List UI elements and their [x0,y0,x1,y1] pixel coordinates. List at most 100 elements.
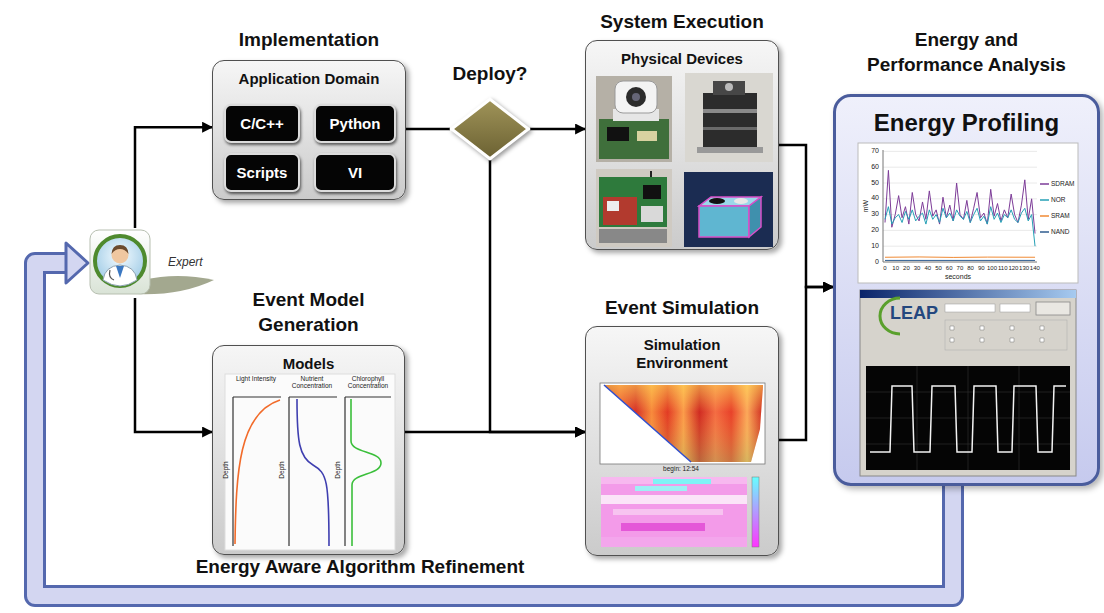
simulation-heatmaps-part [635,486,687,491]
language-box: C/C++ [224,104,300,143]
simulation-heatmaps-part [653,479,711,484]
decision-diamond-outline [452,99,529,159]
simulation-heatmaps-part [601,495,747,504]
simulation-heatmaps-part [600,383,765,547]
diamond-shape [450,98,530,160]
model-plots-part [233,397,281,546]
energy-charts [836,97,1103,489]
legend-line [1040,231,1049,233]
device-photos-part [637,131,657,141]
expert-shape: Expert [88,228,216,298]
device-photos-part [697,147,763,153]
simulation-heatmaps-part [604,385,763,462]
legend-line [1040,215,1049,217]
node-heading: Event Model Generation [212,288,405,337]
energy-charts-part [885,260,1035,261]
connector-line [405,431,585,434]
device-photos-part [703,127,757,130]
device-photos-part [626,87,646,107]
device-photos-part [643,185,661,199]
expert-icon-art-part [110,270,115,280]
model-plots [213,346,406,556]
energy-charts-part [885,170,1035,233]
simulation-heatmaps-part [601,477,747,484]
energy-charts-part [880,298,900,334]
process-box: System ExecutionPhysical Devices [585,10,779,250]
device-photos-part [599,119,669,159]
connector-line [406,128,450,131]
black-shape: Scripts [224,153,300,192]
node-text: Expert [88,228,216,269]
energy-charts-part [1036,302,1070,315]
panel-shape: Energy Profiling [833,94,1100,486]
model-plots-part [289,397,337,546]
flow-connector [490,160,585,432]
device-photos-part [725,83,733,91]
device-photos-part [650,171,652,177]
energy-charts-part [950,326,1044,342]
connector-line [135,127,212,228]
device-photos-part [599,177,667,227]
simulation-heatmaps-part [604,385,691,462]
decision-diamond-shape [450,98,530,160]
connector-line [779,145,833,287]
model-plots-part [351,399,381,546]
flow-connector [779,287,833,440]
node-heading: System Execution [585,10,779,35]
device-photos-part [596,76,672,162]
simulation-heatmaps-part [604,385,763,462]
node-text: Models [213,346,404,373]
simulation-heatmaps-part [621,523,705,531]
edge-label: Energy Aware Algorithm Refinement [196,556,525,577]
energy-charts-part [858,143,1078,283]
expert-icon-art-part [116,266,124,278]
connector-group [35,127,953,596]
connector-line [779,287,833,440]
process-box: ImplementationApplication DomainC/C++Pyt… [212,28,406,200]
energy-charts-part [883,151,1037,246]
energy-charts-part [945,320,1067,350]
box-shape: Simulation Environment [585,326,779,556]
decision-diamond: Deploy? [450,62,530,160]
feedback-band-outline [35,263,953,596]
device-photos-part [699,206,749,237]
energy-charts-part [1000,304,1030,312]
black-shape: C/C++ [224,104,300,143]
flow-connector [135,127,212,228]
node-text: Simulation Environment [607,327,757,372]
energy-charts-part [870,386,1066,452]
language-box: Scripts [224,153,300,192]
model-plots-part [345,397,391,546]
device-photos-part [603,197,637,225]
black-shape: VI [314,153,396,192]
device-photos [586,41,780,251]
expert-icon-art-part [90,230,150,294]
model-plots-part [225,374,395,550]
node-text: VI [316,155,394,190]
model-plots-part [297,399,329,546]
simulation-heatmaps-part [613,509,723,515]
model-plots-part [225,374,395,550]
simulation-heatmaps-part [601,477,747,547]
energy-charts-part [885,170,1035,260]
node-heading: Implementation [212,28,406,53]
energy-charts-part [885,207,1035,247]
node-heading: Energy and Performance Analysis [856,28,1078,77]
device-photos-part [685,73,773,162]
simulation-heatmaps-part [601,537,747,547]
connector-line [530,128,585,131]
flow-connector [530,129,585,130]
simulation-heatmaps-part [752,477,759,547]
device-photos-part [607,201,619,211]
node-text: Physical Devices [586,41,778,68]
node-text: Energy Profiling [836,97,1097,137]
device-photos-part [599,229,667,243]
node-text: Python [316,106,394,141]
process-box: Event SimulationSimulation Environment [585,296,779,556]
expert-icon-art-part [103,265,137,286]
energy-charts-part [866,366,1070,470]
language-box: Python [314,104,396,143]
energy-charts-part [885,256,1035,257]
legend-line [1040,183,1049,185]
node-heading: Event Simulation [585,296,779,321]
